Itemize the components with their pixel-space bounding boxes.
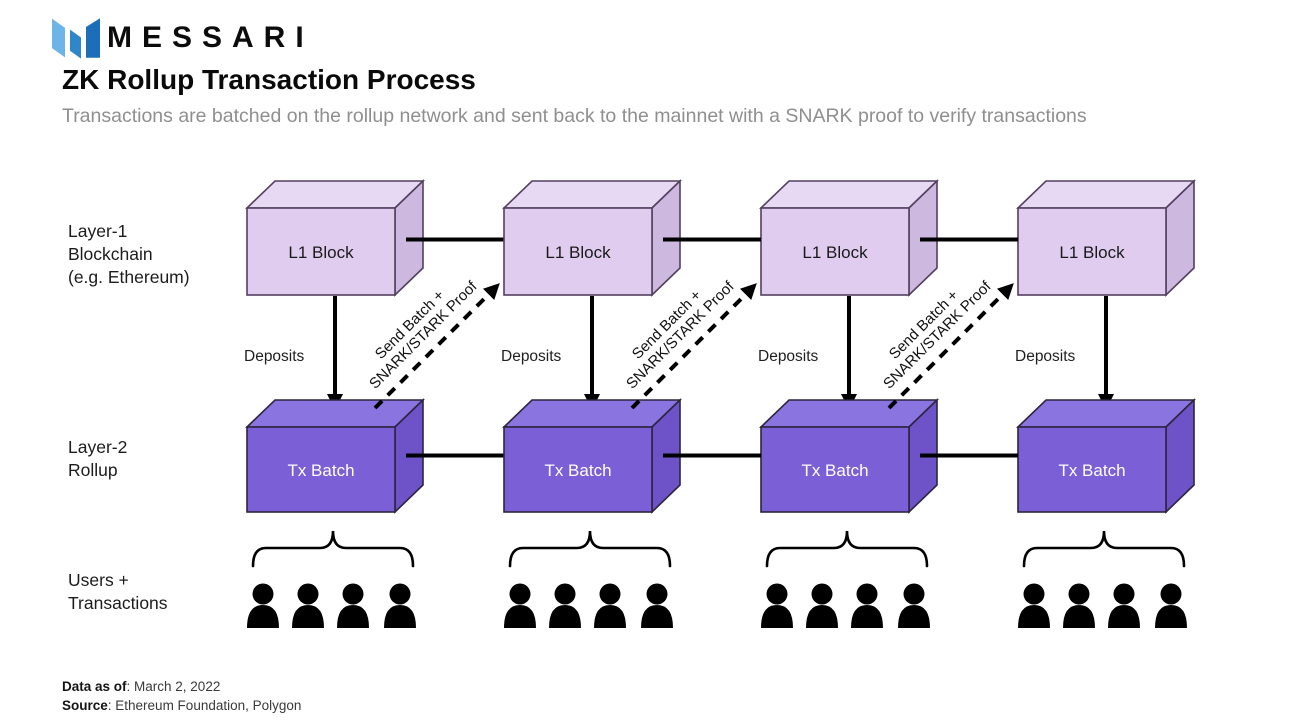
- users-icons: [1018, 583, 1187, 628]
- tx-box-front-face: [503, 426, 653, 513]
- user-icon: [646, 583, 668, 605]
- users-brace: [1022, 530, 1186, 568]
- l1-box-front-face: [503, 207, 653, 296]
- l1-block-box: L1 Block: [502, 179, 682, 297]
- l1-block-box: L1 Block: [1016, 179, 1196, 297]
- user-icon: [342, 583, 364, 605]
- l1-box-front-face: [246, 207, 396, 296]
- users-brace: [765, 530, 929, 568]
- logo-bar-right: [86, 18, 100, 58]
- data-as-of-label: Data as of: [62, 679, 127, 694]
- user-icon: [1108, 605, 1140, 628]
- user-icon: [549, 605, 581, 628]
- tx-batch-label: Tx Batch: [544, 461, 611, 480]
- logo-bar-left: [52, 18, 65, 58]
- user-icon: [903, 583, 925, 605]
- brand-wordmark: MESSARI: [107, 21, 314, 54]
- user-icon: [1113, 583, 1135, 605]
- logo-bar-middle: [70, 29, 81, 59]
- messari-logo: MESSARI: [52, 15, 314, 61]
- rollup-column: L1 Block Deposits Tx Batch: [758, 179, 939, 628]
- user-icon: [297, 583, 319, 605]
- l1-box-front-face: [1017, 207, 1167, 296]
- l1-block-label: L1 Block: [545, 243, 611, 262]
- users-icons: [761, 583, 930, 628]
- tx-batch-box: Tx Batch: [245, 398, 425, 514]
- rollup-column: L1 Block Deposits Tx Batch: [244, 179, 425, 628]
- l1-block-label: L1 Block: [288, 243, 354, 262]
- rollup-column: L1 Block Deposits Tx Batch: [1015, 179, 1196, 628]
- tx-box-front-face: [760, 426, 910, 513]
- user-icon: [247, 605, 279, 628]
- row-label-users: Users + Transactions: [68, 570, 168, 613]
- l1-block-label: L1 Block: [1059, 243, 1125, 262]
- data-as-of-value: : March 2, 2022: [126, 679, 221, 694]
- l1-box-top-face: [759, 180, 939, 209]
- tx-box-front-face: [1017, 426, 1167, 513]
- tx-batch-label: Tx Batch: [801, 461, 868, 480]
- source-label: Source: [62, 697, 108, 713]
- tx-batch-box: Tx Batch: [1016, 398, 1196, 514]
- user-icon: [761, 605, 793, 628]
- tx-box-top-face: [1016, 399, 1196, 428]
- user-icon: [594, 605, 626, 628]
- tx-batch-label: Tx Batch: [1058, 461, 1125, 480]
- deposits-label: Deposits: [501, 348, 562, 365]
- page-subtitle: Transactions are batched on the rollup n…: [62, 105, 1087, 127]
- user-icon: [599, 583, 621, 605]
- source-value: : Ethereum Foundation, Polygon: [107, 697, 302, 713]
- user-icon: [641, 605, 673, 628]
- user-icon: [1063, 605, 1095, 628]
- deposits-label: Deposits: [1015, 348, 1076, 365]
- deposits-label: Deposits: [244, 348, 305, 365]
- row-label-layer2: Layer-2 Rollup: [68, 437, 128, 480]
- user-icon: [292, 605, 324, 628]
- footer: Data as of: March 2, 2022 Source: Ethere…: [62, 678, 301, 715]
- tx-batch-box: Tx Batch: [502, 398, 682, 514]
- user-icon: [389, 583, 411, 605]
- l1-box-top-face: [245, 180, 425, 209]
- l1-block-box: L1 Block: [759, 179, 939, 297]
- user-icon: [766, 583, 788, 605]
- rollup-column: L1 Block Deposits Tx Batch: [501, 179, 682, 628]
- user-icon: [1018, 605, 1050, 628]
- deposits-label: Deposits: [758, 348, 819, 365]
- user-icon: [1160, 583, 1182, 605]
- data-as-of-line: Data as of: March 2, 2022: [62, 678, 301, 697]
- row-label-layer1: Layer-1 Blockchain (e.g. Ethereum): [68, 221, 190, 287]
- user-icon: [856, 583, 878, 605]
- user-icon: [851, 605, 883, 628]
- tx-batch-label: Tx Batch: [287, 461, 354, 480]
- user-icon: [504, 605, 536, 628]
- user-icon: [509, 583, 531, 605]
- tx-box-top-face: [502, 399, 682, 428]
- users-icons: [247, 583, 416, 628]
- l1-block-box: L1 Block: [245, 179, 425, 297]
- page-title: ZK Rollup Transaction Process: [62, 64, 476, 95]
- user-icon: [337, 605, 369, 628]
- tx-box-top-face: [759, 399, 939, 428]
- user-icon: [1155, 605, 1187, 628]
- user-icon: [1068, 583, 1090, 605]
- l1-box-top-face: [1016, 180, 1196, 209]
- l1-box-top-face: [502, 180, 682, 209]
- user-icon: [1023, 583, 1045, 605]
- tx-batch-box: Tx Batch: [759, 398, 939, 514]
- l1-block-label: L1 Block: [802, 243, 868, 262]
- user-icon: [898, 605, 930, 628]
- users-brace: [508, 530, 672, 568]
- l1-box-front-face: [760, 207, 910, 296]
- tx-box-top-face: [245, 399, 425, 428]
- messari-logo-icon: [52, 16, 100, 60]
- user-icon: [384, 605, 416, 628]
- user-icon: [252, 583, 274, 605]
- user-icon: [806, 605, 838, 628]
- tx-box-front-face: [246, 426, 396, 513]
- user-icon: [811, 583, 833, 605]
- users-brace: [251, 530, 415, 568]
- source-line: Source: Ethereum Foundation, Polygon: [62, 697, 301, 716]
- user-icon: [554, 583, 576, 605]
- users-icons: [504, 583, 673, 628]
